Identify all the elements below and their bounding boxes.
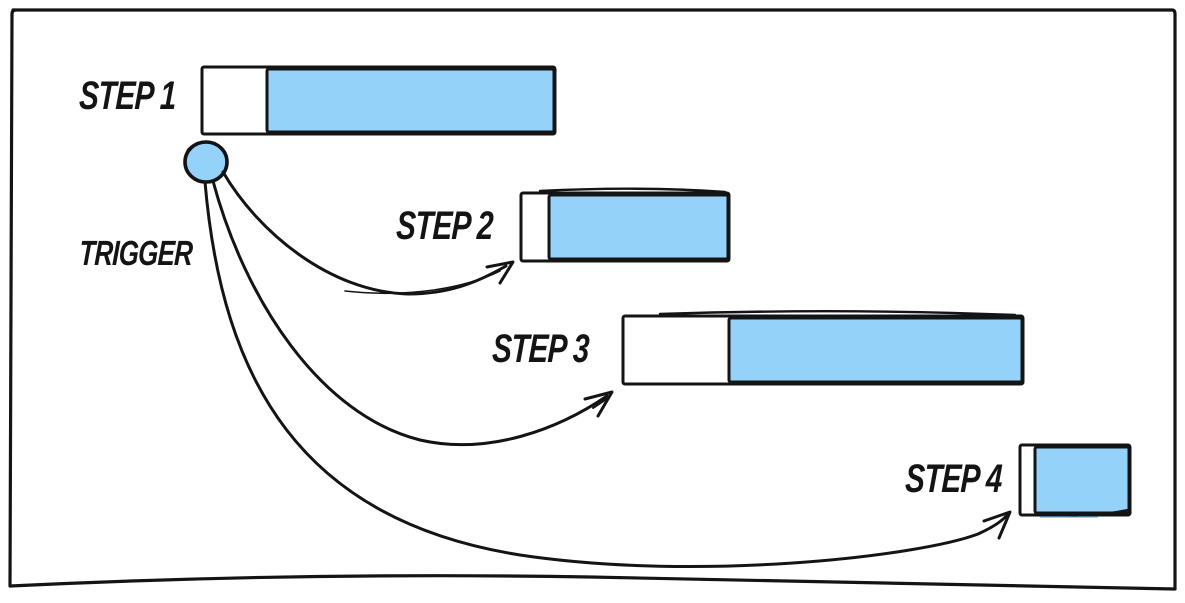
step-3-bar-fill [727, 316, 1024, 384]
step-1-label: STEP 1 [78, 74, 177, 118]
step-2-bar-overdraw [538, 187, 727, 194]
arrow-to-step-2-head [485, 260, 515, 285]
step-4-label: STEP 4 [904, 457, 1003, 501]
arrow-to-step-3-head-overdraw [592, 397, 609, 409]
arrow-to-step-2-shaft-overdraw [344, 270, 501, 295]
step-2-bar [519, 187, 731, 263]
step-1-bar [200, 65, 557, 136]
arrow-to-step-3-head [583, 390, 614, 418]
step-1-bar-fill [265, 67, 556, 134]
trigger-node [183, 140, 229, 184]
arrow-to-step-4 [203, 180, 1012, 569]
step-3-bar [621, 310, 1025, 386]
step-3-bar-overdraw [658, 310, 1017, 317]
arrow-to-step-3-shaft [211, 179, 609, 447]
frame-border [8, 8, 1177, 591]
arrow-to-step-2 [221, 170, 515, 296]
step-2-label: STEP 2 [395, 204, 494, 248]
arrow-to-step-4-shaft [203, 180, 1009, 569]
step-2-bar-fill [547, 193, 730, 261]
step-4-bar [1018, 443, 1132, 518]
step-3-label: STEP 3 [491, 327, 590, 371]
step-4-bar-fill [1033, 445, 1131, 515]
trigger-circle-overdraw [186, 140, 216, 152]
arrow-to-step-3 [211, 179, 614, 447]
trigger-label: TRIGGER [78, 234, 193, 273]
arrow-to-step-4-head [982, 510, 1012, 540]
step-4-bar-underline [1038, 508, 1130, 517]
